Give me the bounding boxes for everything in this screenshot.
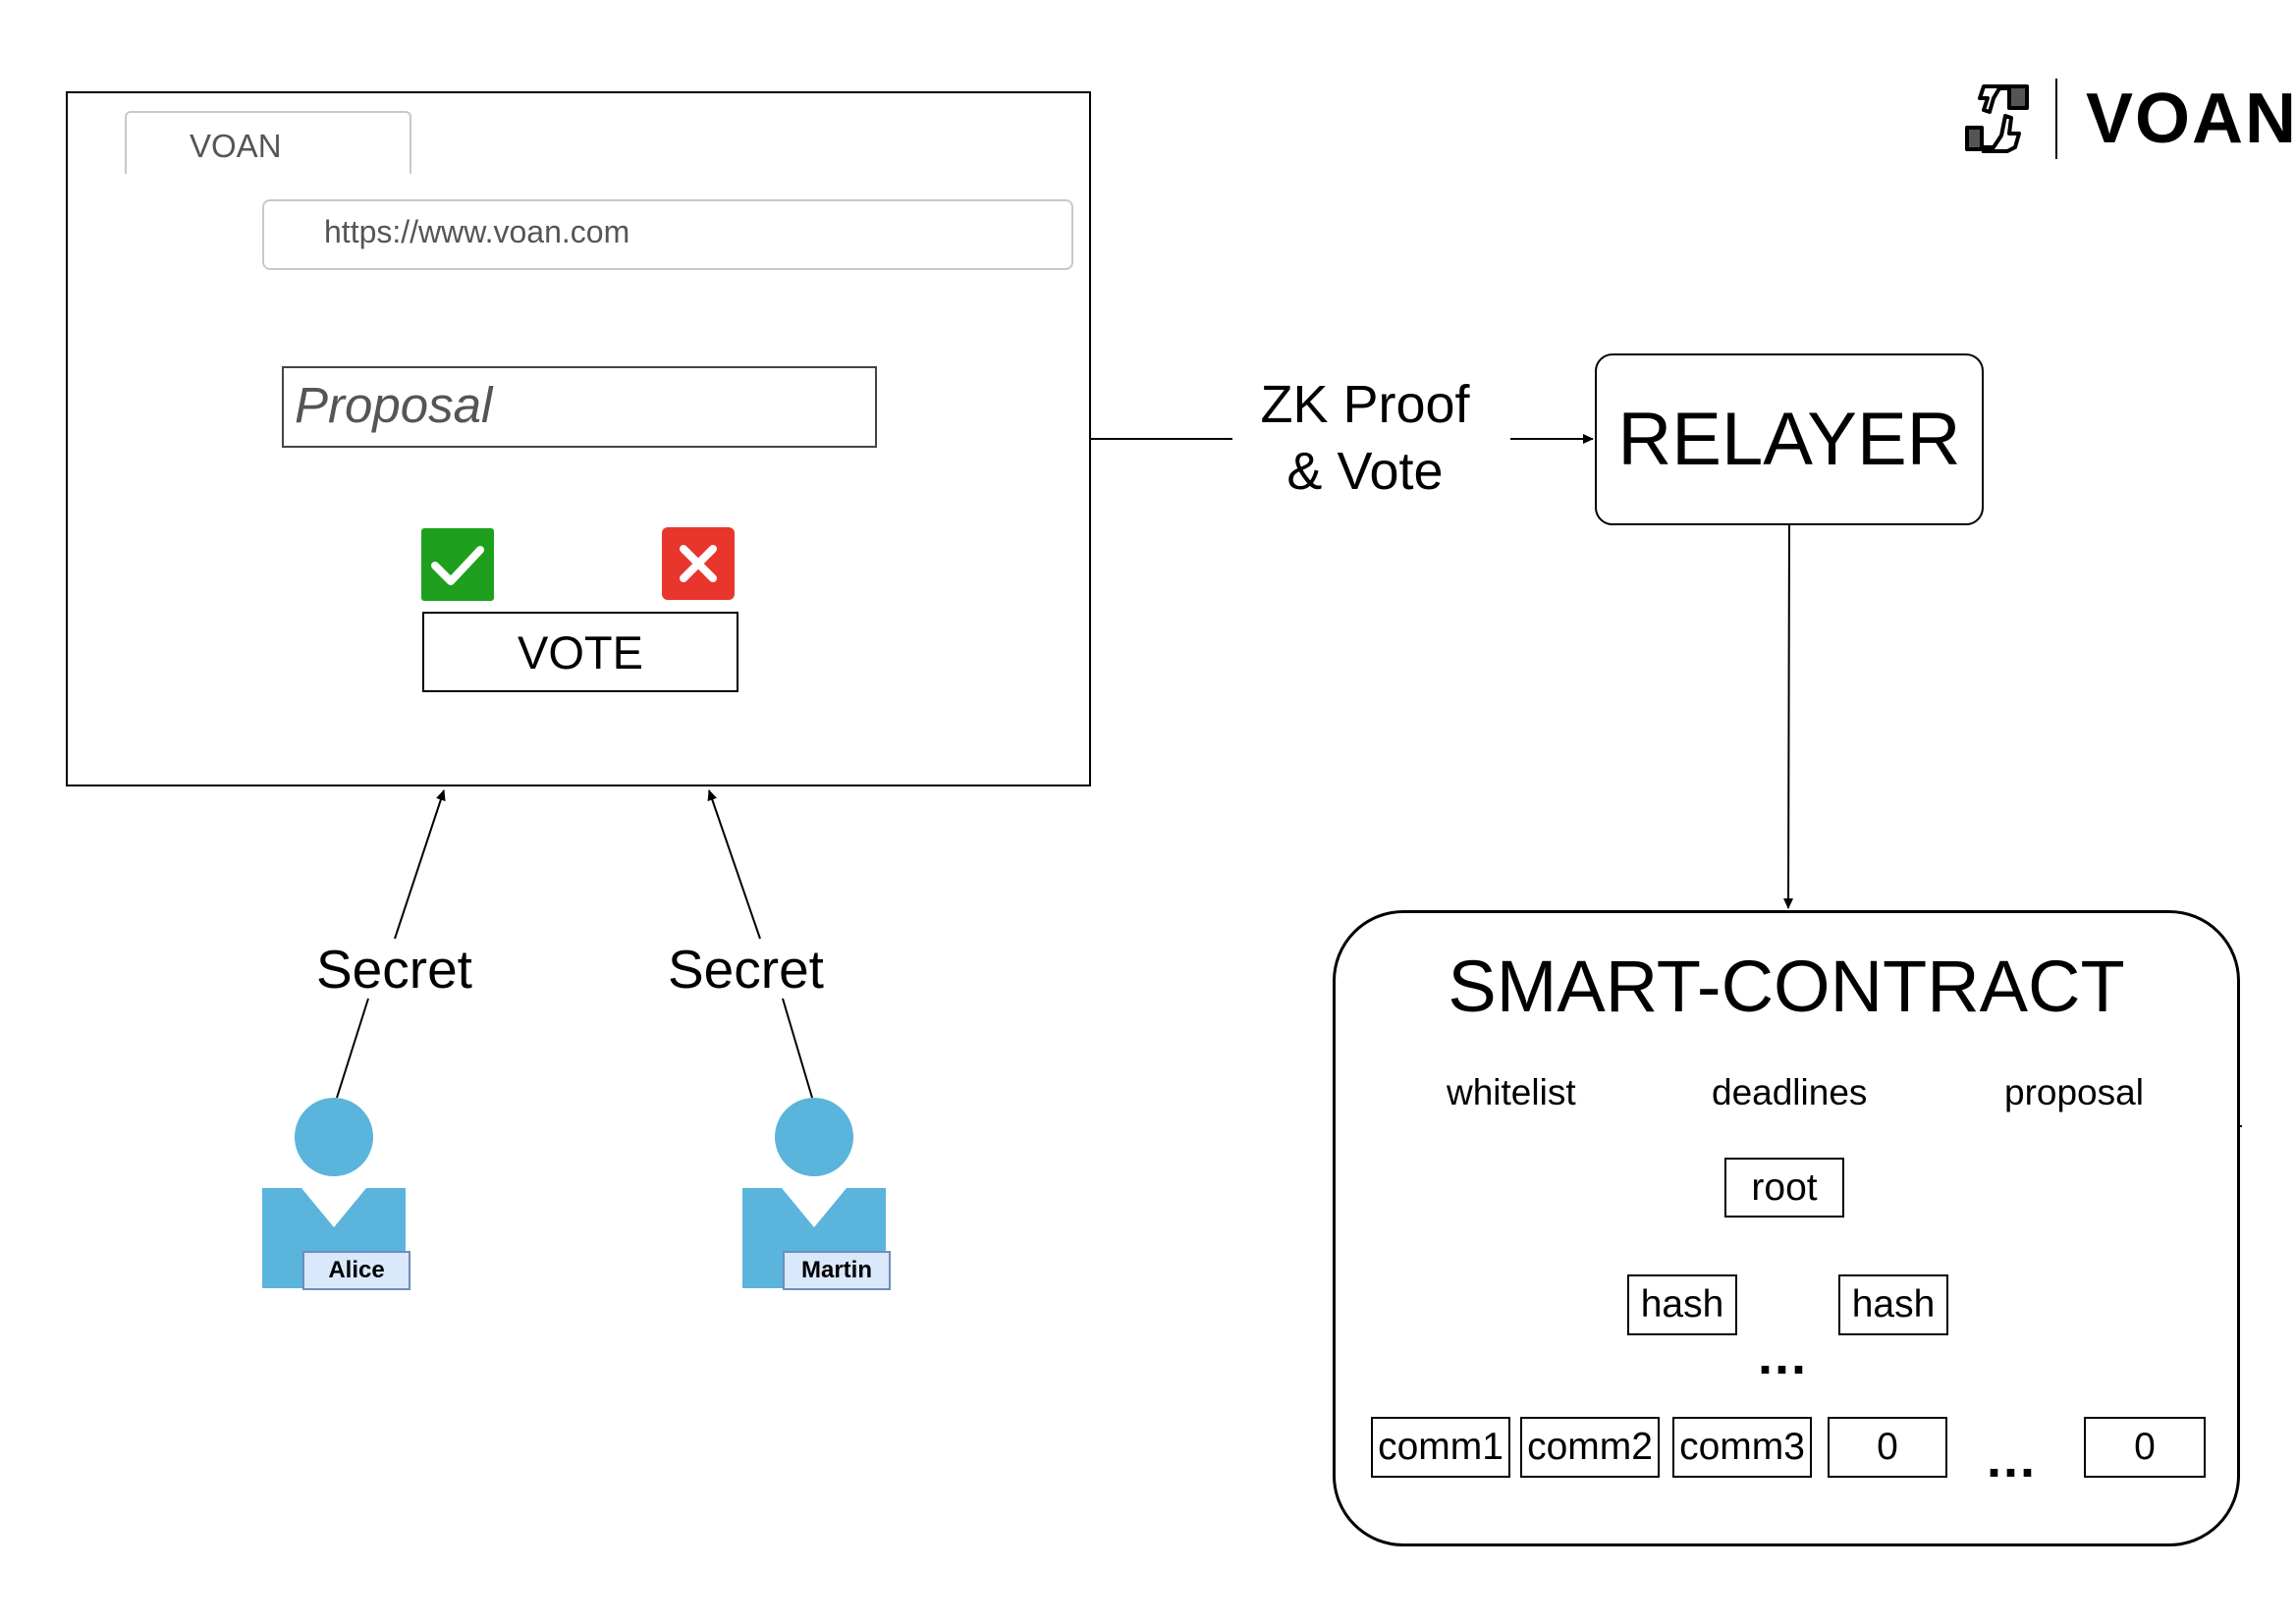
check-icon <box>431 546 484 585</box>
tree-leaf-zero-last: 0 <box>2084 1417 2206 1478</box>
contract-field-proposal: proposal <box>2004 1072 2144 1112</box>
tree-leaf-comm1: comm1 <box>1371 1417 1510 1478</box>
user-label-alice: Alice <box>302 1251 410 1290</box>
address-bar-url[interactable]: https://www.voan.com <box>324 214 630 249</box>
contract-field-whitelist: whitelist <box>1447 1072 1576 1112</box>
tree-hash-node-left: hash <box>1627 1274 1737 1335</box>
edge-alice-label-to-browser <box>394 789 446 940</box>
edge-alice-to-label <box>336 998 369 1099</box>
edge-label-secret-martin: Secret <box>668 939 824 1000</box>
tree-leaf-zero: 0 <box>1828 1417 1947 1478</box>
relayer-node: RELAYER <box>1595 353 1984 525</box>
tree-hash-node-right: hash <box>1838 1274 1948 1335</box>
edge-martin-to-label <box>782 998 813 1099</box>
browser-tab-title: VOAN <box>190 128 282 164</box>
tree-leaf-comm3: comm3 <box>1672 1417 1812 1478</box>
proposal-field[interactable] <box>282 366 877 448</box>
smart-contract-title: SMART-CONTRACT <box>1448 946 2125 1027</box>
edge-label-zk-proof: ZK Proof & Vote <box>1260 375 1470 501</box>
proposal-placeholder: Proposal <box>295 377 493 433</box>
vote-button[interactable]: VOTE <box>422 612 738 692</box>
approve-button[interactable] <box>421 528 494 601</box>
thumbs-up-down-icon <box>1965 84 2029 153</box>
edge-martin-label-to-browser <box>707 789 761 940</box>
tree-root-node: root <box>1724 1158 1844 1218</box>
tree-leaf-comm2: comm2 <box>1520 1417 1660 1478</box>
logo-wordmark: VOAN <box>2086 80 2296 158</box>
cross-icon <box>680 545 717 582</box>
browser-tab[interactable] <box>125 111 411 174</box>
edge-relayer-to-contract <box>1783 524 1794 909</box>
contract-field-deadlines: deadlines <box>1712 1072 1868 1112</box>
tree-ellipsis-lower: ... <box>1987 1430 2038 1489</box>
reject-button[interactable] <box>662 527 735 600</box>
user-label-martin: Martin <box>783 1251 891 1290</box>
tree-ellipsis-upper: ... <box>1758 1326 1809 1385</box>
address-bar[interactable] <box>262 199 1073 270</box>
edge-label-secret-alice: Secret <box>316 939 472 1000</box>
